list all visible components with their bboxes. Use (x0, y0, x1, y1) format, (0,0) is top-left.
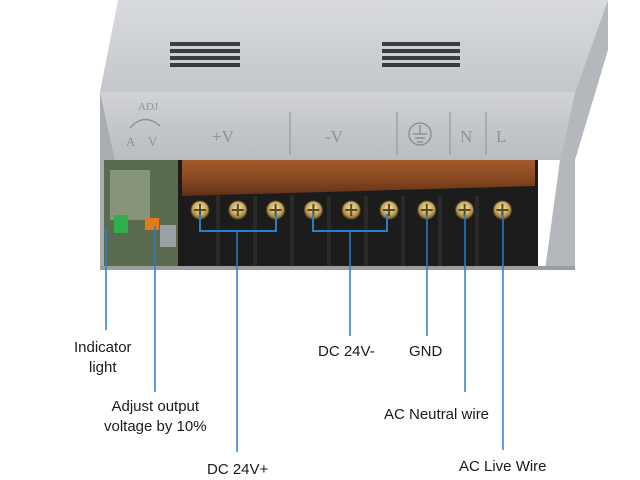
ac-neutral-label: AC Neutral wire (384, 406, 490, 423)
terminal-screws (190, 200, 512, 220)
terminal-screw-6 (379, 200, 399, 220)
adjust-potentiometer (145, 218, 159, 230)
adj-arc (129, 118, 161, 129)
indicator-light-line2: light (89, 359, 117, 376)
terminal-screw-5 (341, 200, 361, 220)
l-label: L (496, 127, 506, 146)
gnd-label: GND (409, 343, 443, 360)
casing-top (100, 0, 608, 92)
minus-v-label: -V (325, 127, 344, 146)
dc-24v-plus-label: DC 24V+ (207, 461, 269, 478)
dc-24v-minus-label: DC 24V- (318, 343, 375, 360)
board-capacitor (160, 225, 176, 247)
terminal-screw-2 (228, 200, 248, 220)
right-side-wall (545, 0, 608, 270)
adj-v-label: V (148, 134, 158, 149)
terminal-screw-8 (455, 200, 475, 220)
adjust-output-label: Adjust output voltage by 10% (104, 397, 207, 437)
plus-v-label: +V (212, 127, 235, 146)
adj-label: ADJ (138, 101, 159, 113)
n-label: N (460, 127, 472, 146)
adj-a-label: A (126, 134, 136, 149)
indicator-light-label: Indicator light (74, 338, 132, 378)
front-panel (100, 92, 575, 160)
terminal-screw-3 (266, 200, 286, 220)
vent-slots-left (170, 42, 240, 67)
indicator-led (114, 215, 128, 233)
vent-slots-right (382, 42, 460, 67)
ground-icon (408, 122, 432, 146)
board-components (110, 170, 150, 220)
panel-dividers (289, 112, 487, 155)
indicator-light-line1: Indicator (74, 339, 132, 356)
adjust-output-line2: voltage by 10% (104, 418, 207, 435)
casing-base (100, 266, 575, 270)
leader-lines (105, 214, 504, 452)
ac-live-label: AC Live Wire (459, 458, 547, 475)
plus-v-bridge (199, 214, 277, 232)
adjust-output-line1: Adjust output (111, 398, 200, 415)
terminal-cover (182, 160, 535, 196)
